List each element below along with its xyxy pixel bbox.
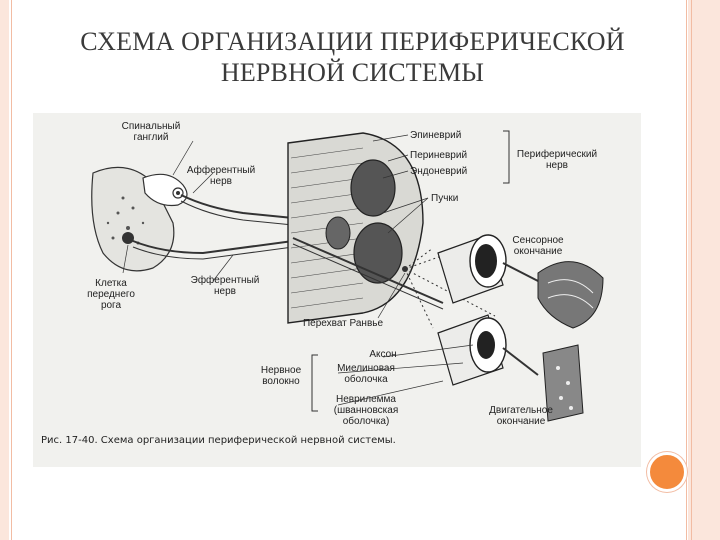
slide-title-line-1: СХЕМА ОРГАНИЗАЦИИ ПЕРИФЕРИЧЕСКОЙ xyxy=(80,27,625,56)
nerve-trunk xyxy=(287,132,424,324)
label-myelin-line-1: Миелиновая xyxy=(337,363,395,374)
fascicle-top xyxy=(350,159,396,217)
leader-lines xyxy=(122,134,474,406)
anterior-horn-cell xyxy=(122,232,134,244)
label-peripheral-nerve-line-1: Периферический xyxy=(517,148,597,160)
sensory-fiber-cylinder xyxy=(437,234,539,304)
label-node-ranvier: Перехват Ранвье xyxy=(303,318,383,329)
label-axon: Аксон xyxy=(369,349,396,360)
label-efferent-line-1: Эфферентный xyxy=(191,274,260,286)
figure-caption: Рис. 17-40. Схема организации перифериче… xyxy=(41,435,396,446)
slide-title-line-2: НЕРВНОЙ СИСТЕМЫ xyxy=(220,58,485,87)
peripheral-nervous-system-diagram: Спинальный ганглий Афферентный нерв Эффе… xyxy=(33,113,641,467)
left-frame-band xyxy=(0,0,9,540)
label-nerve-fiber-line-2: волокно xyxy=(262,376,300,387)
fascicle-small xyxy=(325,216,351,250)
sensory-ending xyxy=(537,261,604,329)
right-frame-band xyxy=(688,0,720,540)
peripheral-nerve-bracket xyxy=(503,130,510,184)
label-anterior-horn-line-3: рога xyxy=(101,300,122,311)
nerve-fiber-lower-outline xyxy=(292,243,444,310)
decorative-circle-icon xyxy=(647,452,687,492)
label-sensory-ending-line-2: окончание xyxy=(514,246,563,257)
label-epineurium: Эпиневрий xyxy=(410,130,461,141)
motor-fiber-cylinder xyxy=(437,314,539,386)
efferent-nerve-fiber xyxy=(132,240,294,255)
label-myelin-line-2: оболочка xyxy=(344,373,388,385)
efferent-nerve-fiber-outline xyxy=(132,246,294,260)
afferent-nerve-fiber xyxy=(180,194,294,219)
label-efferent-line-2: нерв xyxy=(214,286,236,297)
label-spinal-ganglion-line-1: Спинальный xyxy=(122,121,181,132)
label-neurilemma-line-3: оболочка) xyxy=(343,415,390,427)
label-afferent-line-1: Афферентный xyxy=(187,164,255,176)
nerve-fiber-bracket xyxy=(311,354,318,412)
label-spinal-ganglion-line-2: ганглий xyxy=(134,132,169,143)
label-motor-ending-line-1: Двигательное xyxy=(489,405,553,416)
fascicle-bottom xyxy=(353,222,403,284)
right-frame-rule-inner xyxy=(691,0,692,540)
label-peripheral-nerve-line-2: нерв xyxy=(546,160,568,171)
label-sensory-ending-line-1: Сенсорное xyxy=(512,235,564,246)
diagram-labels: Спинальный ганглий Афферентный нерв Эффе… xyxy=(41,121,597,446)
afferent-nerve-fiber-outline xyxy=(180,200,294,226)
label-perineurium: Периневрий xyxy=(410,150,467,161)
nerve-fiber-lower xyxy=(292,237,444,304)
label-nerve-fiber-line-1: Нервное xyxy=(261,365,302,376)
label-endoneurium: Эндоневрий xyxy=(410,166,467,177)
label-fascicles: Пучки xyxy=(431,193,458,204)
motor-ending xyxy=(542,344,584,422)
slide-title: СХЕМА ОРГАНИЗАЦИИ ПЕРИФЕРИЧЕСКОЙ НЕРВНОЙ… xyxy=(30,26,675,88)
left-frame-rule xyxy=(11,0,12,540)
label-neurilemma-line-2: (шванновская xyxy=(334,405,399,416)
right-frame-rule xyxy=(686,0,687,540)
label-anterior-horn-line-2: переднего xyxy=(87,289,135,300)
label-neurilemma-line-1: Неврилемма xyxy=(336,394,396,405)
label-afferent-line-2: нерв xyxy=(210,176,232,187)
label-anterior-horn-line-1: Клетка xyxy=(95,278,127,289)
label-motor-ending-line-2: окончание xyxy=(497,416,546,427)
